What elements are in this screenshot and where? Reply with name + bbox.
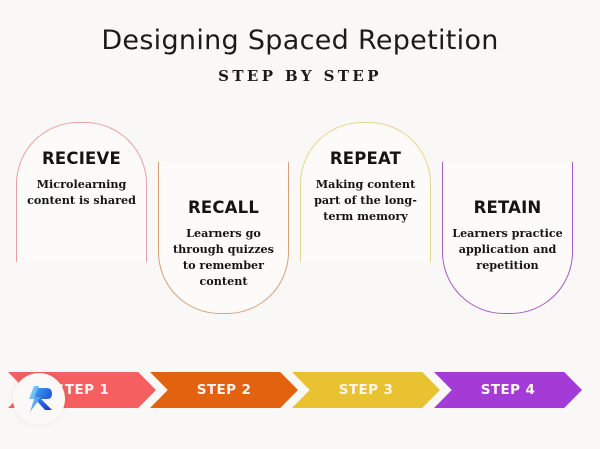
brand-logo [13,373,65,425]
step-column-3: REPEAT Making content part of the long-t… [292,122,440,442]
step-card-1: RECIEVE Microlearning content is shared [16,122,147,262]
steps-flow: RECIEVE Microlearning content is shared … [0,122,600,442]
step-body-2: Learners go through quizzes to remember … [173,226,274,288]
page-title: Designing Spaced Repetition [101,25,499,56]
step-heading-1: RECIEVE [42,149,121,168]
step-banner-label-3: STEP 3 [338,382,394,398]
step-banner-label-2: STEP 2 [196,382,252,398]
step-body-1: Microlearning content is shared [27,177,136,207]
step-banner-label-4: STEP 4 [480,382,536,398]
step-card-4: RETAIN Learners practice application and… [442,162,573,314]
step-heading-2: RECALL [187,198,260,217]
step-column-2: RECALL Learners go through quizzes to re… [150,122,298,442]
step-body-4: Learners practice application and repeti… [452,226,563,272]
step-heading-3: REPEAT [329,149,402,168]
step-banner-4: STEP 4 [434,372,582,408]
step-column-4: RETAIN Learners practice application and… [434,122,582,442]
step-heading-4: RETAIN [473,198,542,217]
step-card-3: REPEAT Making content part of the long-t… [300,122,431,262]
step-banner-3: STEP 3 [292,372,440,408]
step-column-1: RECIEVE Microlearning content is shared [8,122,156,442]
header: Designing Spaced Repetition STEP BY STEP [0,0,600,85]
brand-logo-r-lightning-icon [29,386,52,412]
step-banner-2: STEP 2 [150,372,298,408]
page-subtitle: STEP BY STEP [218,66,382,85]
step-banner-row: STEP 1 STEP 2 STEP 3 STEP 4 [0,372,600,408]
step-body-3: Making content part of the long-term mem… [314,177,417,223]
step-card-2: RECALL Learners go through quizzes to re… [158,162,289,314]
step-banner-label-1: STEP 1 [54,382,110,398]
